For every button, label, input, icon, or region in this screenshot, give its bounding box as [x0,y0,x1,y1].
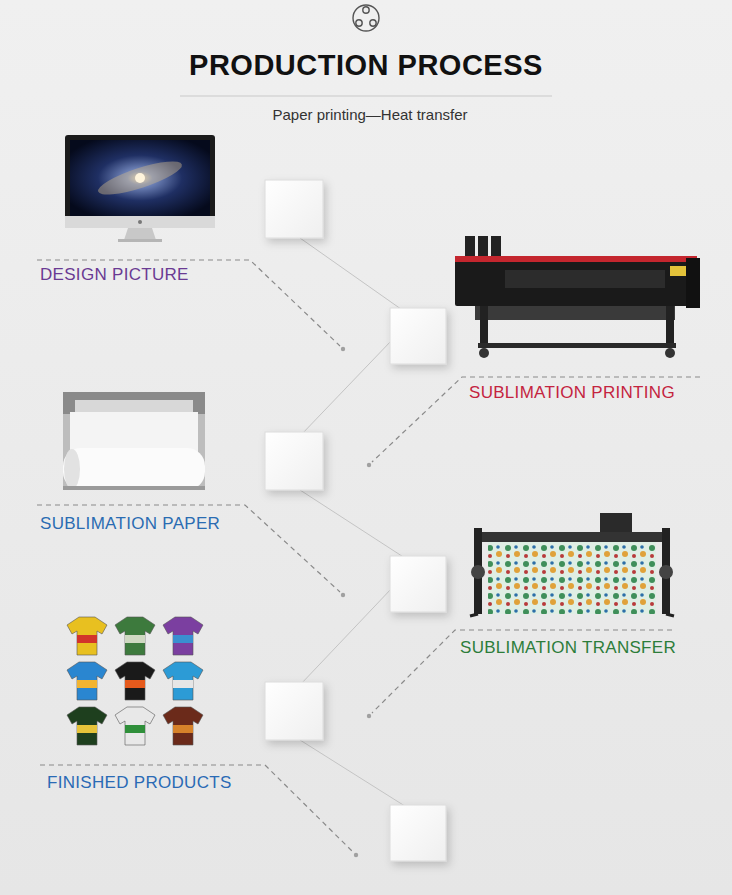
paper-roll-picture [63,392,205,490]
leader-dots [341,347,371,857]
title-rule [180,96,552,97]
leader-lines [37,260,700,852]
step-label: SUBLIMATION TRANSFER [460,638,676,658]
step-label: FINISHED PRODUCTS [47,773,232,793]
step-squares [265,180,446,861]
transfer-machine-picture [470,513,674,616]
printer-picture [455,236,700,358]
step-label: DESIGN PICTURE [40,265,189,285]
step-label: SUBLIMATION PAPER [40,514,220,534]
monitor-picture [65,135,215,242]
page-title: PRODUCTION PROCESS [0,49,732,82]
jerseys-picture [67,617,203,745]
subtitle: Paper printing—Heat transfer [4,106,732,123]
step-label: SUBLIMATION PRINTING [469,383,675,403]
share-icon [353,5,379,31]
